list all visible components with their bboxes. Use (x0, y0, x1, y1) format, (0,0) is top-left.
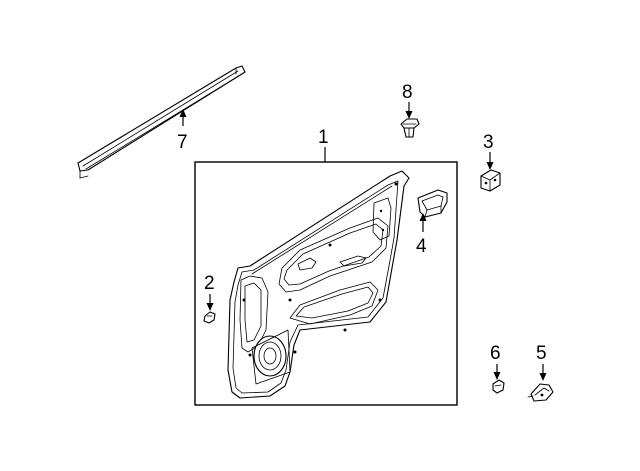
part-1-door-trim-panel[interactable] (227, 170, 410, 399)
callout-5[interactable]: 5 (536, 343, 547, 364)
leader-7 (179, 109, 187, 126)
callout-1[interactable]: 1 (318, 127, 329, 148)
panel-frame (194, 161, 458, 406)
callout-4[interactable]: 4 (416, 236, 427, 257)
part-5-bracket[interactable] (527, 383, 554, 402)
callout-6[interactable]: 6 (490, 343, 501, 364)
callout-8[interactable]: 8 (402, 82, 413, 103)
callout-7[interactable]: 7 (177, 132, 188, 153)
leader-5 (539, 364, 547, 381)
leader-3 (486, 152, 494, 170)
part-8-clip[interactable] (400, 118, 420, 138)
part-6-nut[interactable] (492, 379, 505, 394)
leader-2 (206, 294, 214, 311)
callout-2[interactable]: 2 (204, 273, 215, 294)
part-3-bracket[interactable] (480, 169, 501, 192)
part-7-belt-molding[interactable] (77, 65, 246, 179)
part-4-switch-bezel[interactable] (417, 189, 448, 218)
part-2-clip[interactable] (203, 311, 216, 324)
leader-6 (493, 364, 501, 380)
leader-8 (405, 102, 413, 119)
callout-3[interactable]: 3 (483, 132, 494, 153)
leader-4 (419, 213, 427, 232)
